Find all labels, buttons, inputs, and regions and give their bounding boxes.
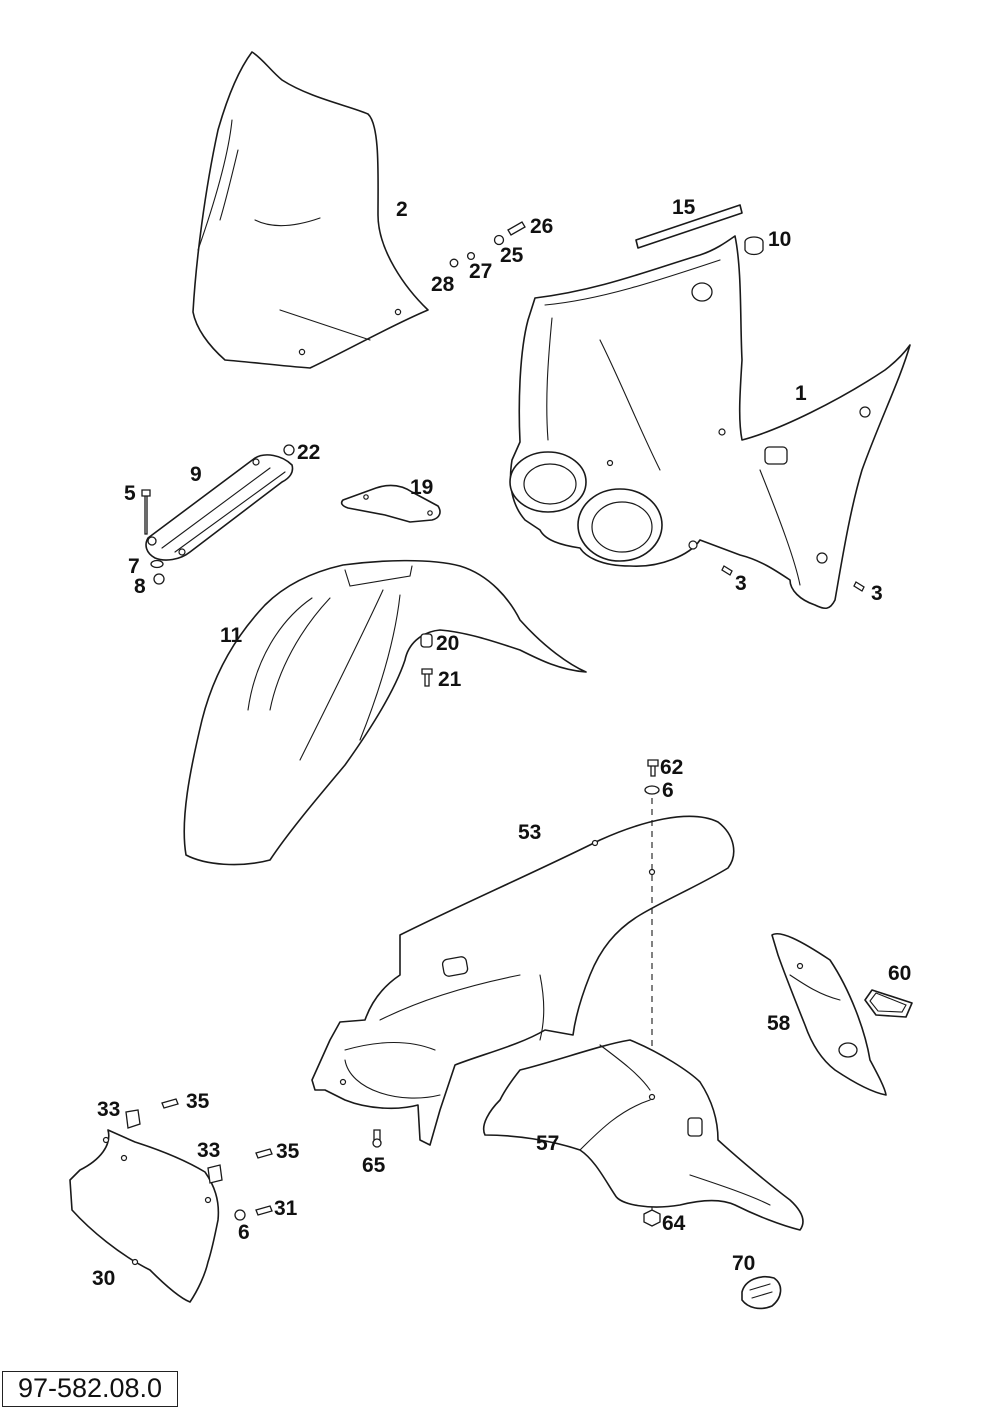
callout-6-bottom: 6	[238, 1221, 250, 1244]
callout-11: 11	[220, 624, 243, 647]
callout-1: 1	[795, 382, 807, 405]
callout-57: 57	[536, 1132, 559, 1155]
callout-64: 64	[662, 1212, 686, 1235]
reflector-part-70	[741, 1276, 782, 1310]
screw-65	[372, 1129, 382, 1148]
callout-70: 70	[732, 1252, 755, 1275]
fastener-group-25-28	[449, 221, 526, 268]
panel-part-30	[69, 1129, 220, 1303]
callout-7: 7	[128, 555, 140, 578]
screw-35-top	[161, 1098, 179, 1109]
callout-33-bottom: 33	[197, 1139, 220, 1162]
screw-62	[647, 759, 659, 777]
screw-3-right	[853, 581, 865, 592]
screw-3-left	[721, 565, 733, 576]
bolt-22	[283, 444, 295, 456]
callout-21: 21	[438, 668, 462, 691]
headlight-mask-part-1	[509, 235, 911, 610]
callout-10: 10	[768, 228, 791, 251]
rear-section-part-57	[482, 1039, 804, 1231]
callout-25: 25	[500, 244, 524, 267]
spacer-20	[420, 633, 433, 648]
callout-2: 2	[396, 198, 408, 221]
callout-31: 31	[274, 1197, 298, 1220]
callout-27: 27	[469, 260, 492, 283]
screw-31	[255, 1205, 273, 1216]
callout-62: 62	[660, 756, 683, 779]
nut-64	[643, 1209, 661, 1227]
callout-3-left: 3	[735, 572, 747, 595]
callout-20: 20	[436, 632, 459, 655]
grommet-part-10	[744, 236, 764, 256]
plate-part-19	[340, 484, 441, 523]
bolt-5	[141, 489, 157, 546]
license-plate-holder-part-58	[771, 933, 887, 1096]
washer-6-top	[644, 785, 660, 795]
callout-28: 28	[431, 273, 455, 296]
callout-9: 9	[190, 463, 202, 486]
callout-35-top: 35	[186, 1090, 210, 1113]
callout-58: 58	[767, 1012, 791, 1035]
callout-15: 15	[672, 196, 696, 219]
callout-60: 60	[888, 962, 911, 985]
clip-33-top	[125, 1109, 141, 1129]
clip-33-bottom	[207, 1164, 223, 1184]
callout-26: 26	[530, 215, 553, 238]
screw-21	[421, 668, 433, 687]
callout-6-top: 6	[662, 779, 674, 802]
callout-3-right: 3	[871, 582, 883, 605]
front-fender-part-11	[183, 559, 587, 866]
callout-30: 30	[92, 1267, 115, 1290]
washer-7	[150, 559, 164, 569]
callout-labels: 1 2 3 3 5 6 6 7 8 9 10 11 15 19 20 21 22…	[92, 196, 911, 1290]
nut-8	[153, 573, 165, 585]
drawing-number-box: 97-582.08.0	[2, 1371, 178, 1407]
callout-22: 22	[297, 441, 320, 464]
callout-35-bottom: 35	[276, 1140, 300, 1163]
callout-33-top: 33	[97, 1098, 120, 1121]
callout-5: 5	[124, 482, 136, 505]
callout-65: 65	[362, 1154, 386, 1177]
callout-8: 8	[134, 575, 146, 598]
strip-part-15	[635, 204, 743, 249]
callout-19: 19	[410, 476, 433, 499]
screw-35-bottom	[255, 1148, 273, 1159]
rear-fender-part-53	[311, 815, 735, 1146]
windshield-part-2	[192, 51, 429, 369]
bracket-part-9	[145, 454, 294, 561]
callout-53: 53	[518, 821, 541, 844]
washer-6-bottom	[234, 1209, 246, 1221]
gasket-part-60	[864, 989, 913, 1018]
